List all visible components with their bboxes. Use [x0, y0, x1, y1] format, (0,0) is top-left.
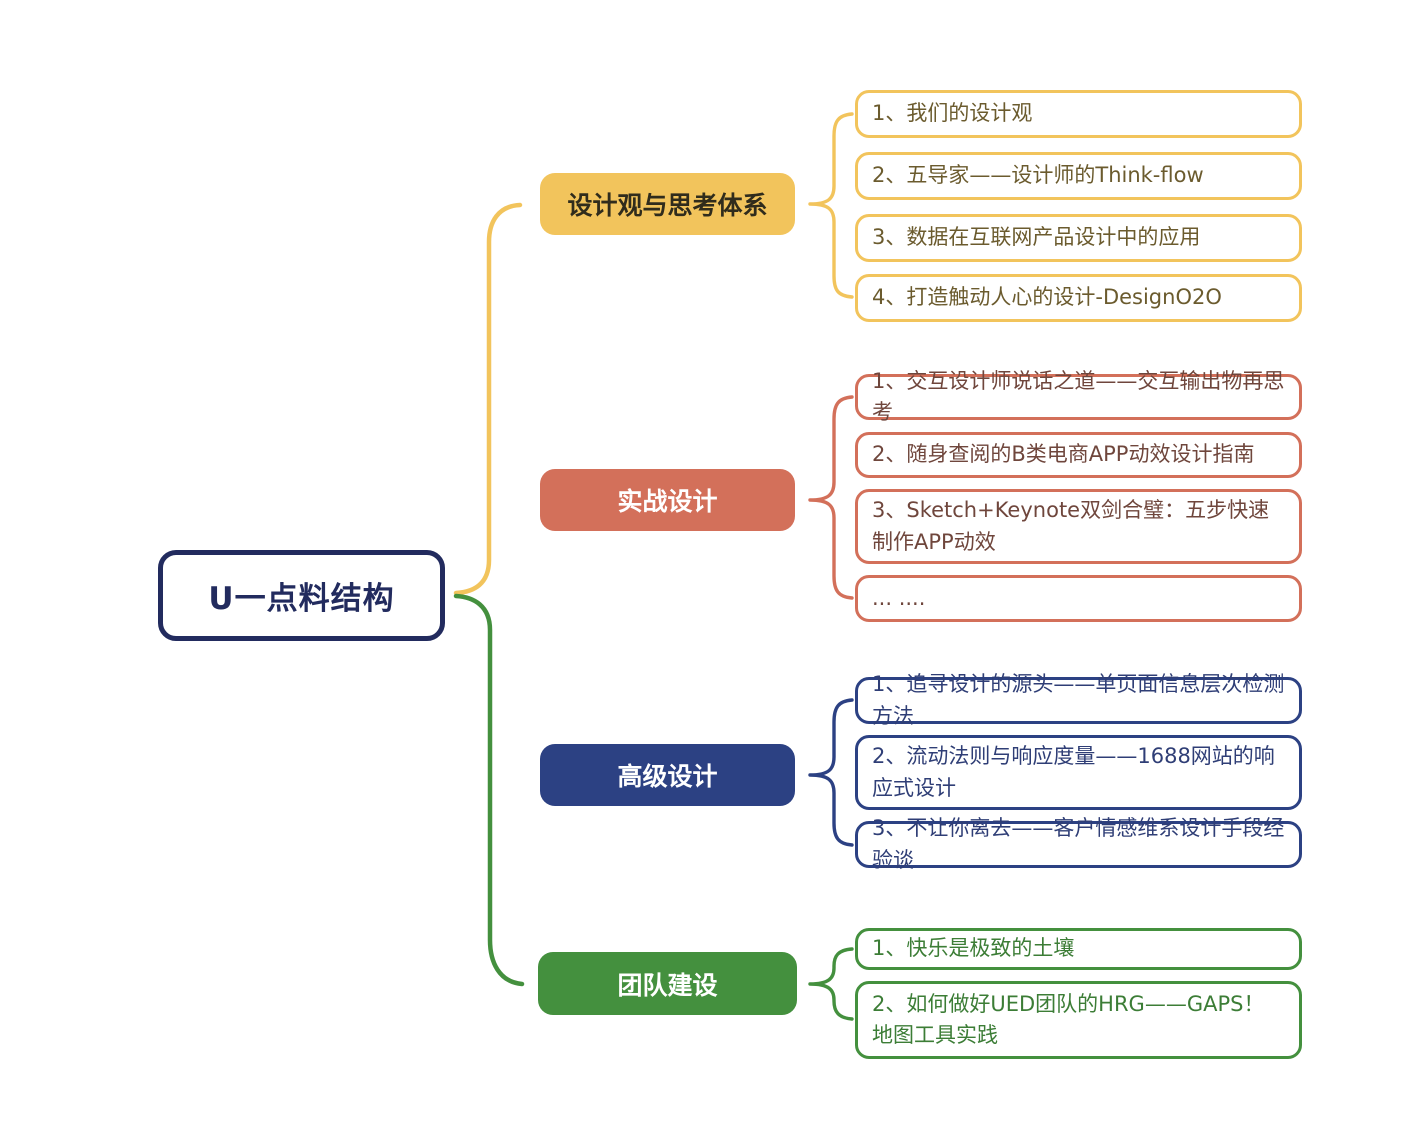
branch3-brace-connector — [808, 698, 854, 847]
child-node-design-philosophy-1[interactable]: 1、我们的设计观 — [855, 90, 1302, 138]
child-node-advanced-design-2[interactable]: 2、流动法则与响应度量——1688网站的响应式设计 — [855, 735, 1302, 810]
child-node-practical-design-2[interactable]: 2、随身查阅的B类电商APP动效设计指南 — [855, 432, 1302, 478]
branch-node-design-philosophy[interactable]: 设计观与思考体系 — [540, 173, 795, 235]
child-node-advanced-design-3[interactable]: 3、不让你离去——客户情感维系设计手段经验谈 — [855, 816, 1302, 872]
child-node-advanced-design-1[interactable]: 1、追寻设计的源头——单页面信息层次检测方法 — [855, 672, 1302, 728]
child-node-team-building-1[interactable]: 1、快乐是极致的土壤 — [855, 928, 1302, 970]
child-node-design-philosophy-3[interactable]: 3、数据在互联网产品设计中的应用 — [855, 214, 1302, 262]
root-to-branch1-connector — [453, 202, 523, 596]
branch1-brace-connector — [808, 112, 854, 299]
child-node-team-building-2[interactable]: 2、如何做好UED团队的HRG——GAPS！地图工具实践 — [855, 981, 1302, 1059]
root-to-branch4-connector — [453, 593, 525, 987]
child-node-practical-design-4[interactable]: ... .... — [855, 575, 1302, 622]
branch-node-team-building[interactable]: 团队建设 — [538, 952, 797, 1015]
branch-node-practical-design[interactable]: 实战设计 — [540, 469, 795, 531]
branch2-brace-connector — [808, 395, 854, 600]
branch4-brace-connector — [808, 947, 854, 1021]
child-node-design-philosophy-4[interactable]: 4、打造触动人心的设计-DesignO2O — [855, 274, 1302, 322]
child-node-design-philosophy-2[interactable]: 2、五导家——设计师的Think-flow — [855, 152, 1302, 200]
child-node-practical-design-1[interactable]: 1、交互设计师说话之道——交互输出物再思考 — [855, 369, 1302, 424]
child-node-practical-design-3[interactable]: 3、Sketch+Keynote双剑合璧：五步快速制作APP动效 — [855, 489, 1302, 564]
branch-node-advanced-design[interactable]: 高级设计 — [540, 744, 795, 806]
root-node[interactable]: U一点料结构 — [158, 550, 445, 641]
